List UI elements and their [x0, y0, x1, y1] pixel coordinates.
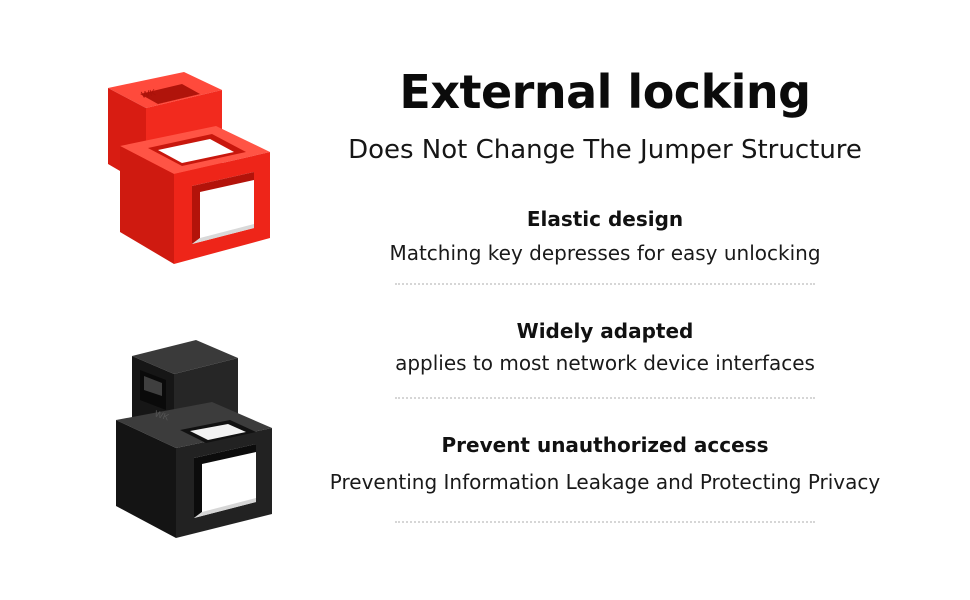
feature-title-elastic-design: Elastic design [526, 207, 684, 231]
dotted-divider [395, 521, 815, 523]
feature-desc-widely-adapted: applies to most network device interface… [395, 351, 815, 375]
dotted-divider [395, 283, 815, 285]
feature-title-widely-adapted: Widely adapted [516, 319, 694, 343]
feature-desc-elastic-design: Matching key depresses for easy unlockin… [389, 241, 821, 265]
black-port-lock-image: WK [116, 340, 272, 538]
red-lock-marking: WK [140, 87, 156, 100]
headline: External locking [399, 65, 811, 119]
dotted-divider [395, 397, 815, 399]
red-port-lock-image: WK [108, 72, 270, 264]
feature-title-prevent-access: Prevent unauthorized access [441, 433, 769, 457]
feature-desc-prevent-access: Preventing Information Leakage and Prote… [329, 470, 881, 494]
black-lock-marking: WK [153, 408, 170, 422]
subheadline: Does Not Change The Jumper Structure [348, 135, 862, 165]
